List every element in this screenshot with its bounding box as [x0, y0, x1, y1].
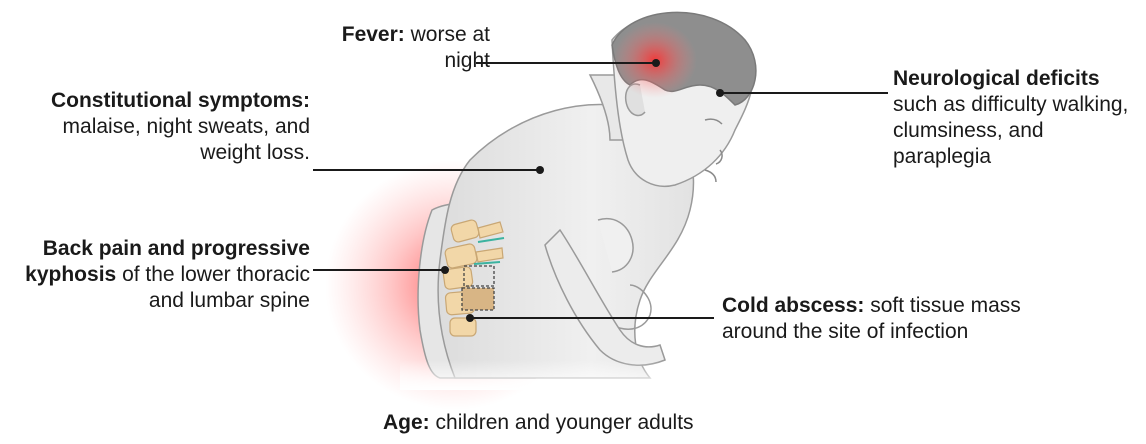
constitutional-text: malaise, night sweats, and weight loss.: [63, 115, 310, 164]
constitutional-label: Constitutional symptoms: malaise, night …: [0, 88, 310, 166]
age-label: Age: children and younger adults: [383, 410, 803, 436]
age-title: Age:: [383, 411, 430, 434]
cold-abscess-title: Cold abscess:: [722, 294, 864, 317]
neurological-title: Neurological deficits: [893, 67, 1100, 90]
neurological-label: Neurological deficits such as difficulty…: [893, 66, 1145, 170]
cold-abscess-label: Cold abscess: soft tissue mass around th…: [722, 293, 1022, 345]
cold-abscess-leader-dot: [466, 314, 474, 322]
fever-label: Fever: worse at night: [300, 22, 490, 74]
fever-leader-dot: [652, 59, 660, 67]
back-pain-text: of the lower thoracic and lumbar spine: [122, 263, 310, 312]
fever-text: worse at night: [411, 23, 490, 72]
fever-title: Fever:: [342, 23, 405, 46]
back-pain-label: Back pain and progressive kyphosis of th…: [20, 236, 310, 314]
neurological-leader-dot: [716, 89, 724, 97]
back-pain-leader-dot: [441, 266, 449, 274]
age-text: children and younger adults: [436, 411, 694, 434]
constitutional-leader-dot: [536, 166, 544, 174]
constitutional-title: Constitutional symptoms:: [51, 89, 310, 112]
neurological-text: such as difficulty walking, clumsiness, …: [893, 93, 1128, 168]
